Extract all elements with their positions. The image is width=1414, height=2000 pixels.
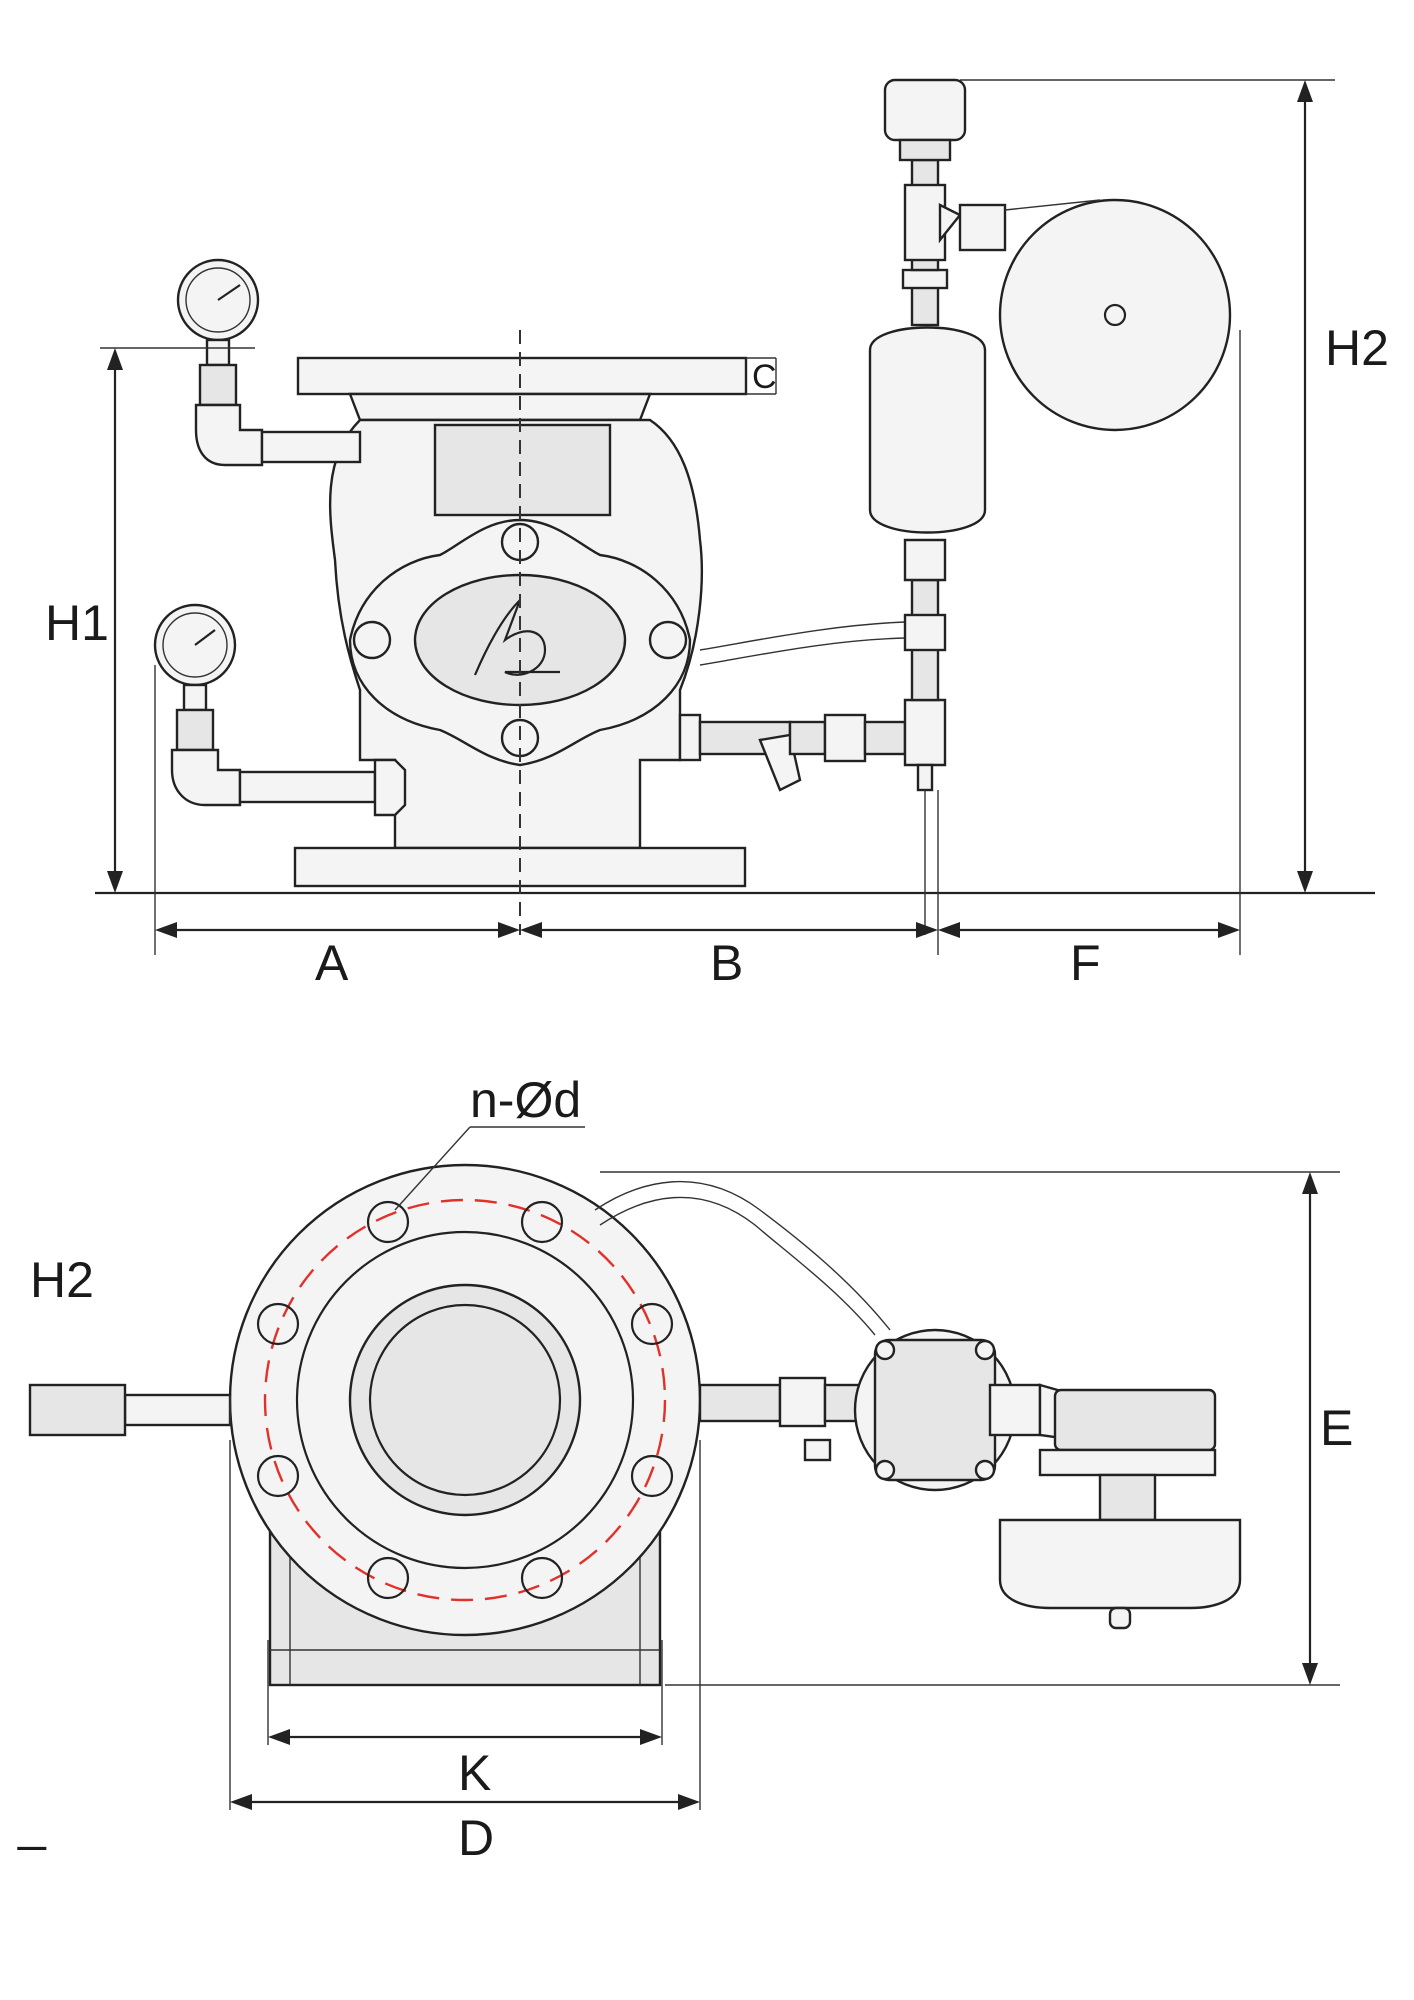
- bolt-holes: [256, 1200, 674, 1600]
- dim-label-h2-top: H2: [1325, 320, 1389, 376]
- dim-label-h1: H1: [45, 595, 109, 651]
- dim-label-e: E: [1320, 1400, 1353, 1456]
- body-window: [433, 423, 612, 517]
- dash-mark: _: [17, 1795, 47, 1851]
- dim-label-f: F: [1070, 935, 1101, 991]
- elevation-view: C: [45, 78, 1389, 991]
- alarm-gong: [998, 198, 1232, 432]
- brand-logo-icon: [473, 599, 560, 676]
- ball-valve-icon: [823, 713, 867, 763]
- plan-view: n-Ød: [17, 1072, 1353, 1866]
- lower-pressure-gauge: [153, 603, 407, 817]
- bolt-circle: [263, 1198, 667, 1602]
- top-flange: [296, 356, 748, 396]
- retarding-chamber: [868, 268, 987, 702]
- plan-trim: [594, 1180, 1242, 1630]
- alarm-gong-plan: [998, 1518, 1242, 1610]
- dim-label-a: A: [315, 935, 349, 991]
- dim-label-b: B: [710, 935, 743, 991]
- dim-label-k: K: [458, 1745, 491, 1801]
- dim-label-c: C: [752, 358, 777, 396]
- dim-label-h2-bottom: H2: [30, 1252, 94, 1308]
- dim-label-d: D: [458, 1810, 494, 1866]
- right-bolt-icon: [648, 620, 688, 660]
- upper-pressure-gauge: [176, 258, 362, 467]
- left-bolt-icon: [352, 620, 392, 660]
- bore: [368, 1303, 562, 1497]
- trim-piping: [678, 621, 947, 935]
- plan-gauge-arm: [28, 1383, 232, 1437]
- dim-label-nd: n-Ød: [470, 1072, 581, 1128]
- water-motor-alarm: [883, 78, 1232, 432]
